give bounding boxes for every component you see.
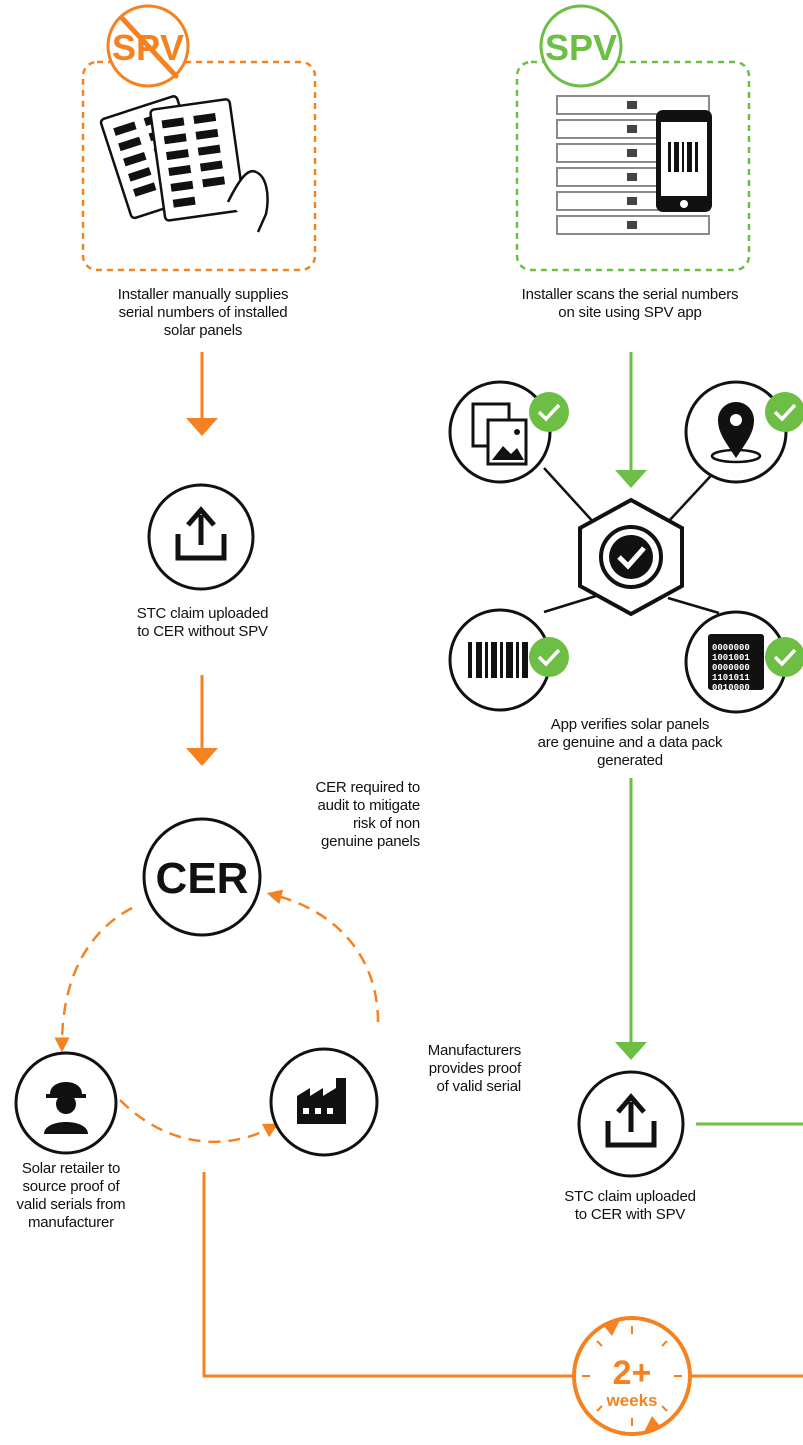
images-icon — [448, 380, 569, 484]
manual-supply-label: Installer manually supplies serial numbe… — [117, 286, 289, 339]
verified-hexagon-icon — [578, 497, 684, 617]
retailer-source-label: Solar retailer to source proof of valid … — [16, 1160, 126, 1231]
cycle-weeks-icon: 2+ weeks — [572, 1316, 692, 1436]
right-spv-text: SPV — [545, 27, 617, 68]
right-arrow-1 — [615, 352, 647, 488]
svg-text:1001001: 1001001 — [712, 653, 750, 663]
upload-with-spv-label: STC claim uploaded to CER with SPV — [564, 1188, 696, 1223]
svg-text:0010000: 0010000 — [712, 683, 750, 693]
left-arrow-1 — [186, 352, 218, 436]
manufacturer-proof-label: Manufacturers provides proof of valid se… — [427, 1042, 521, 1095]
left-scan-box — [81, 60, 317, 272]
weeks-number: 2+ — [613, 1354, 652, 1392]
upload-icon-left — [147, 483, 255, 591]
factory-icon — [269, 1047, 379, 1157]
right-scan-box — [515, 60, 751, 272]
upload-icon-right — [577, 1070, 685, 1178]
scan-onsite-label: Installer scans the serial numbers on si… — [521, 286, 739, 321]
no-spv-badge-icon: SPV — [106, 4, 190, 88]
audit-cycle-arrows — [54, 889, 380, 1144]
barcode-scan-phone-icon — [556, 95, 712, 235]
weeks-word: weeks — [605, 1391, 657, 1410]
upload-without-spv-label: STC claim uploaded to CER without SPV — [136, 605, 269, 640]
cer-badge: CER — [142, 817, 262, 937]
svg-text:0000000: 0000000 — [712, 663, 750, 673]
left-bottom-line — [202, 1172, 803, 1378]
cer-text: CER — [156, 854, 249, 903]
paper-serial-list-icon — [99, 95, 269, 233]
svg-text:0000000: 0000000 — [712, 643, 750, 653]
svg-text:1101011: 1101011 — [712, 673, 750, 683]
app-verifies-label: App verifies solar panels are genuine an… — [537, 716, 723, 769]
right-arrow-2 — [615, 778, 647, 1060]
location-pin-icon — [684, 380, 803, 484]
binary-data-icon: 0000000 1001001 0000000 1101011 0010000 — [684, 610, 803, 714]
spv-badge-icon: SPV — [539, 4, 623, 88]
left-arrow-2 — [186, 675, 218, 766]
barcode-icon — [448, 608, 569, 712]
cer-audit-label: CER required to audit to mitigate risk o… — [315, 779, 420, 850]
worker-icon — [14, 1051, 118, 1155]
